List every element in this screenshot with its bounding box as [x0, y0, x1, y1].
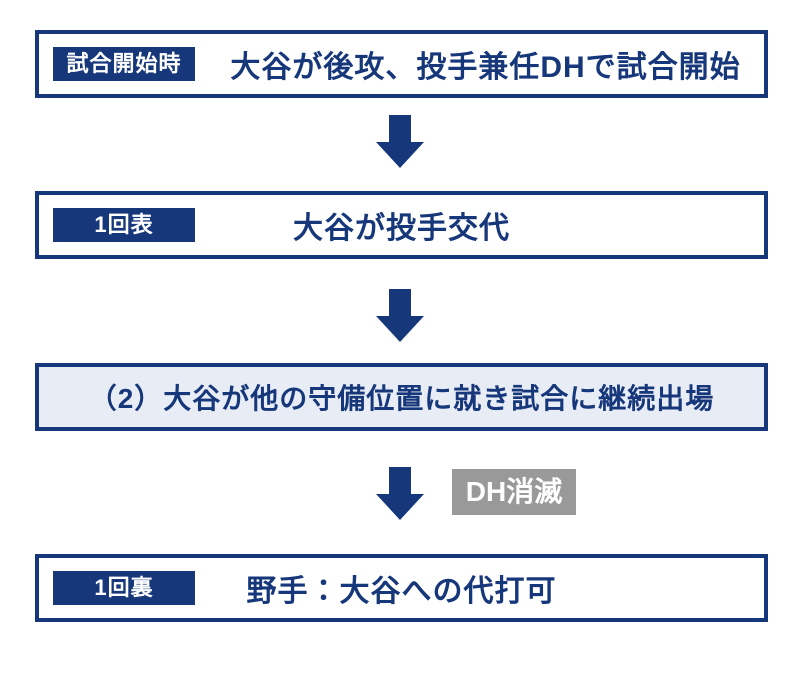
arrow-row-2	[0, 289, 800, 342]
down-arrow-icon	[376, 289, 424, 342]
arrow-stem	[389, 115, 411, 142]
dh-elimination-badge: DH消滅	[452, 469, 576, 515]
step-text-game-start: 大谷が後攻、投手兼任DHで試合開始	[230, 51, 741, 84]
arrow-row-1	[0, 115, 800, 168]
step-badge-inning1-top: 1回表	[53, 208, 195, 242]
arrow-stem	[389, 467, 411, 494]
flow-step-option2: （2）大谷が他の守備位置に就き試合に継続出場	[35, 363, 768, 431]
flow-step-inning1-bottom: 1回裏 野手：大谷への代打可	[35, 554, 768, 622]
arrow-row-3: DH消滅	[0, 467, 800, 520]
step-text-inning1-bottom: 野手：大谷への代打可	[246, 575, 557, 608]
arrow-head	[376, 494, 424, 520]
flow-step-inning1-top: 1回表 大谷が投手交代	[35, 191, 768, 259]
step-badge-inning1-bottom: 1回裏	[53, 571, 195, 605]
arrow-head	[376, 316, 424, 342]
down-arrow-icon	[376, 467, 424, 520]
arrow-head	[376, 142, 424, 168]
dh-rule-flowchart: 試合開始時 大谷が後攻、投手兼任DHで試合開始 1回表 大谷が投手交代 （2）大…	[0, 30, 800, 700]
step-text-option2: （2）大谷が他の守備位置に就き試合に継続出場	[88, 383, 715, 414]
arrow-stem	[389, 289, 411, 316]
step-text-inning1-top: 大谷が投手交代	[293, 212, 510, 245]
flow-step-game-start: 試合開始時 大谷が後攻、投手兼任DHで試合開始	[35, 30, 768, 98]
down-arrow-icon	[376, 115, 424, 168]
step-badge-game-start: 試合開始時	[53, 47, 195, 81]
